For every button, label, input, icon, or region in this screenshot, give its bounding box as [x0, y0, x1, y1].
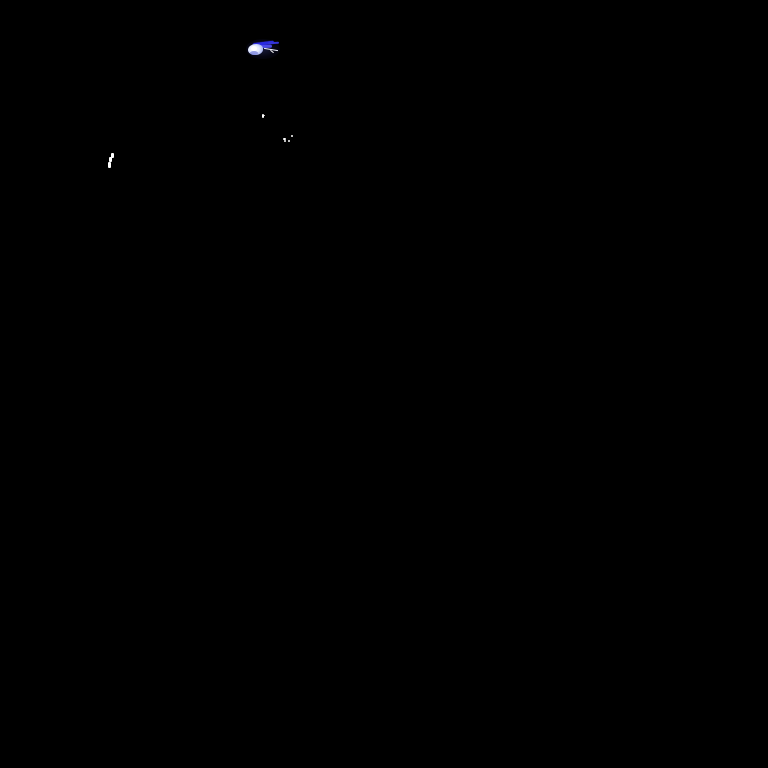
light-speck	[291, 135, 293, 137]
light-speck	[288, 140, 290, 142]
subject-group	[244, 34, 288, 64]
light-speck	[284, 140, 286, 142]
streak-segment	[111, 153, 114, 158]
light-speck	[264, 115, 265, 116]
light-speck	[262, 114, 264, 118]
light-speck	[283, 138, 286, 140]
streak-segment	[108, 162, 111, 168]
diagonal-streak	[108, 153, 115, 169]
subject-body-shadow	[250, 51, 258, 55]
subject-body-core-highlight	[251, 46, 257, 51]
streak-segment	[109, 157, 112, 162]
